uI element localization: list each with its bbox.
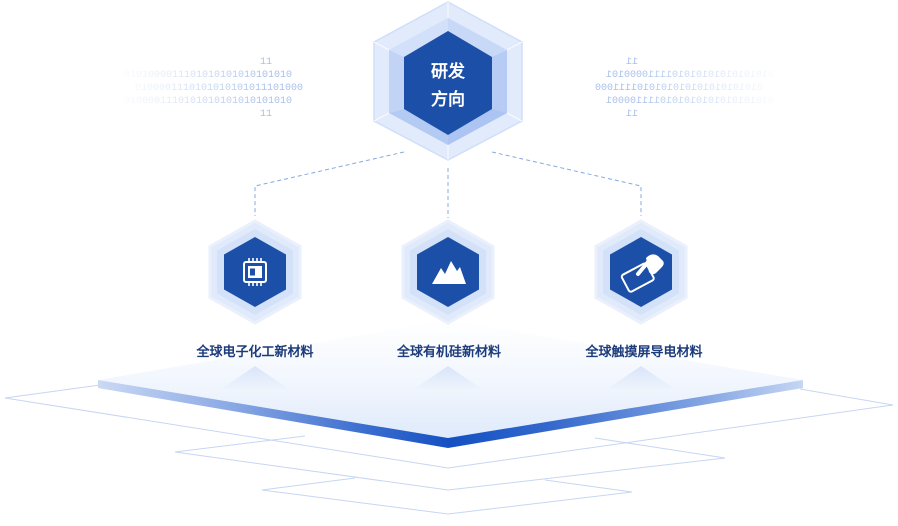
- center-hexagon-core: [404, 31, 492, 135]
- platform-outline-middle: [174, 435, 726, 491]
- platform-outline-outer: [4, 384, 894, 469]
- branch-hexagon-touchscreen: [594, 219, 688, 325]
- branch-hexagon-electronic-chemicals: [208, 219, 302, 325]
- center-hexagon-edge: [373, 112, 390, 122]
- binary-row: 0100001110101010101010101010: [123, 96, 292, 107]
- binary-row: 11: [259, 57, 272, 68]
- center-hexagon-facet: [389, 50, 404, 113]
- center-hexagon-facet: [448, 109, 507, 145]
- hand-palm: [646, 254, 664, 275]
- binary-row: 0100001110101010101011101000: [134, 83, 303, 94]
- connector-left: [254, 151, 405, 216]
- touchscreen-icon: [620, 254, 664, 293]
- chip-label-mark: [250, 268, 255, 276]
- binary-row: 0101000011101010101010101010: [123, 70, 292, 81]
- branch-label-touchscreen: 全球触摸屏导电材料: [585, 344, 703, 359]
- center-hexagon-edge: [506, 112, 523, 122]
- chip-pins-bottom: [248, 282, 262, 286]
- center-hexagon-facet: [389, 18, 448, 57]
- mountain-icon: [432, 261, 466, 284]
- chip-pins-top: [248, 258, 262, 262]
- finger: [636, 260, 650, 276]
- binary-row: 11: [259, 109, 272, 120]
- branch-label-silicone: 全球有机硅新材料: [396, 344, 501, 359]
- connector-right: [491, 151, 642, 216]
- chip-icon: [243, 258, 267, 286]
- center-hexagon-facet: [389, 109, 448, 145]
- center-hexagon: [373, 1, 523, 161]
- platform-outline-inner: [261, 477, 633, 515]
- branch-hexagon-silicone: [401, 219, 495, 325]
- binary-arrow-left: 11 0101000011101010101010101010 01000011…: [110, 55, 305, 125]
- branch-label-electronic-chemicals: 全球电子化工新材料: [196, 344, 314, 359]
- center-hexagon-edge: [506, 41, 523, 51]
- center-node-line2: 方向: [431, 90, 465, 109]
- center-hexagon-facet: [448, 18, 507, 57]
- center-node-line1: 研发: [431, 62, 465, 81]
- center-hexagon-facet: [492, 50, 507, 113]
- chip-body: [243, 261, 267, 283]
- center-hexagon-edge: [373, 41, 390, 51]
- center-node-title: 研发 方向: [408, 58, 488, 114]
